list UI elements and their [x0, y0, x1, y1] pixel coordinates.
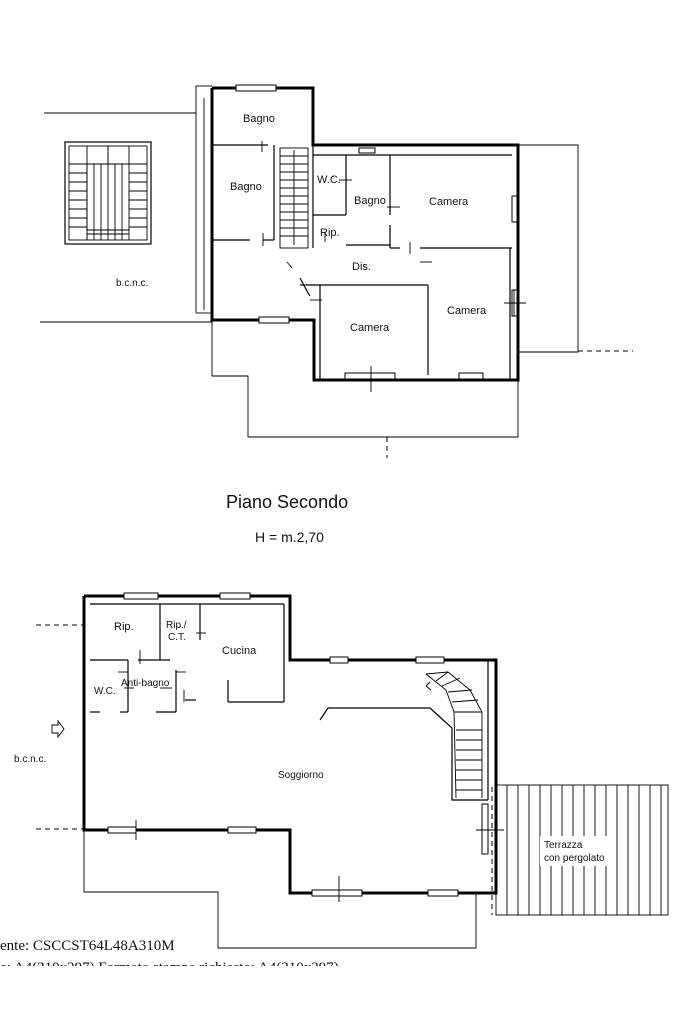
room-label: Bagno: [354, 195, 386, 207]
room-label: Rip.: [320, 227, 340, 239]
external-stair-icon: [64, 141, 152, 245]
common-area-label: b.c.n.c.: [14, 754, 46, 765]
lower-floor-plan: Rip. Rip./ C.T. Cucina W.C. Anti-bagno S…: [14, 592, 669, 949]
room-label: Rip./: [166, 620, 187, 631]
room-label: Bagno: [230, 181, 262, 193]
room-label: Anti-bagno: [121, 678, 170, 689]
room-label: Rip.: [114, 621, 134, 633]
entrance-arrow-icon: [51, 719, 65, 739]
room-label: Dis.: [352, 261, 371, 273]
room-label: Camera: [350, 322, 390, 334]
room-label: Camera: [447, 305, 487, 317]
room-label: W.C.: [94, 686, 116, 697]
floor-title: Piano Secondo: [226, 492, 348, 512]
room-label: Bagno: [243, 113, 275, 125]
room-label: Terrazza: [544, 840, 583, 851]
internal-stair-icon: [279, 147, 309, 249]
floor-height: H = m.2,70: [255, 529, 324, 545]
spiral-stair-icon: [425, 671, 483, 799]
common-area-label: b.c.n.c.: [116, 278, 148, 289]
room-label: W.C.: [317, 174, 341, 186]
room-label: Camera: [429, 196, 469, 208]
footer-line-1: ente: CSCCST64L48A310M: [0, 938, 175, 954]
room-label: con pergolato: [544, 853, 605, 864]
upper-floor-plan: Bagno Bagno W.C. Bagno Camera Rip. Dis. …: [40, 84, 633, 458]
room-label: Soggiorno: [278, 770, 324, 781]
terrace-pergola-icon: [495, 784, 669, 916]
room-label: C.T.: [168, 632, 186, 643]
room-label: Cucina: [222, 645, 257, 657]
